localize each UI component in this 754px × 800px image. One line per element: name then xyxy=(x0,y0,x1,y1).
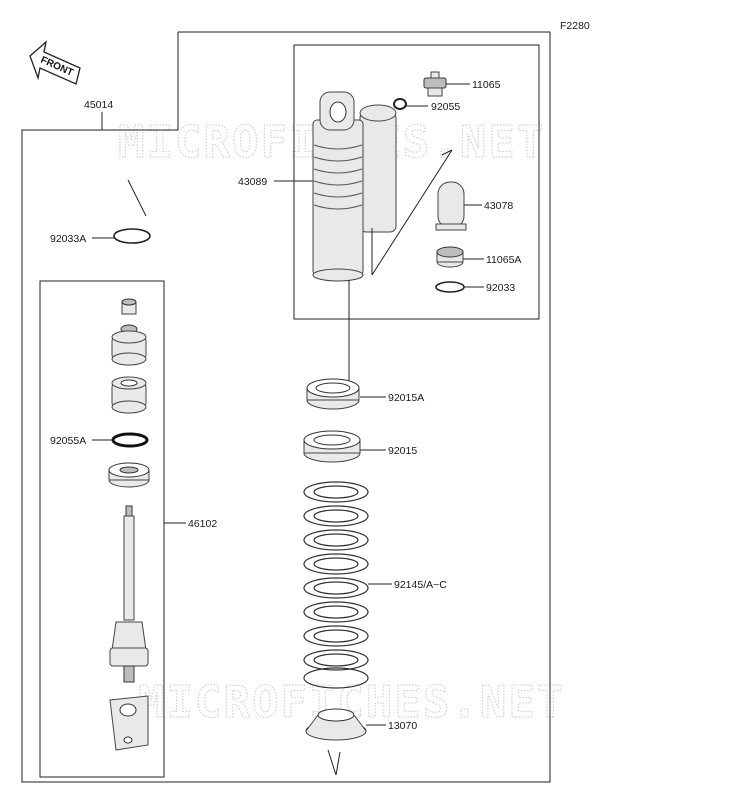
part-label-11065: 11065 xyxy=(472,79,501,91)
part-92015A xyxy=(306,378,360,410)
part-92015 xyxy=(303,430,361,463)
part-13070-seat xyxy=(305,708,367,741)
part-label-45014: 45014 xyxy=(84,99,113,111)
part-label-11065A: 11065A xyxy=(486,254,521,266)
part-label-13070: 13070 xyxy=(388,720,417,732)
figure-id: F2280 xyxy=(560,20,590,32)
part-label-92055-top: 92055 xyxy=(431,101,460,113)
part-label-43078: 43078 xyxy=(484,200,513,212)
damper-rod-box xyxy=(39,280,165,778)
part-92055-oring xyxy=(393,98,407,110)
part-46102-rod-assembly xyxy=(108,298,150,751)
part-43078 xyxy=(435,181,467,231)
part-11065A xyxy=(436,246,464,268)
part-92033A-circlip xyxy=(113,228,151,244)
part-11065 xyxy=(423,71,447,97)
part-label-92055A: 92055A xyxy=(50,435,86,447)
part-label-46102: 46102 xyxy=(188,518,217,530)
part-92145-spring xyxy=(303,481,369,689)
part-92055A-oring xyxy=(111,432,149,448)
part-label-92145: 92145/A~C xyxy=(394,579,447,591)
shock-body-box xyxy=(293,44,540,320)
part-92033-circlip xyxy=(435,281,465,293)
part-label-92033: 92033 xyxy=(486,282,515,294)
part-label-92033A: 92033A xyxy=(50,233,86,245)
front-arrow-icon: FRONT xyxy=(29,40,81,85)
part-label-43089: 43089 xyxy=(238,176,267,188)
part-label-92015A: 92015A xyxy=(388,392,424,404)
assembly-outline-45014 xyxy=(21,31,551,783)
part-label-92015: 92015 xyxy=(388,445,417,457)
shock-body-43089 xyxy=(312,91,397,282)
